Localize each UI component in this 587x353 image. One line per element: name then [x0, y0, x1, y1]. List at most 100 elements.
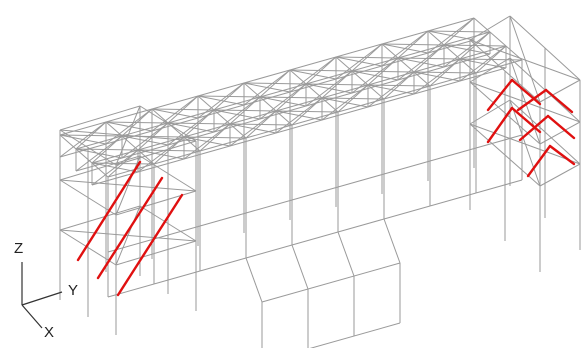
axis-triad [21, 262, 63, 329]
beam [199, 212, 247, 227]
beam [291, 231, 339, 246]
truss-diagonal [381, 30, 429, 67]
highlighted-brace-left [116, 193, 184, 297]
tower-left-beam [115, 140, 197, 166]
beam [383, 205, 431, 220]
truss-diagonal [59, 121, 107, 158]
beam [383, 160, 431, 175]
highlighted-chevron-right [486, 106, 514, 144]
roof-chord [335, 43, 383, 58]
roof-bottom-chord [321, 106, 369, 121]
annex-beam [261, 262, 401, 303]
roof-bottom-chord [275, 119, 323, 134]
truss-diagonal [289, 56, 337, 93]
roof-chord [459, 45, 507, 60]
roof-bottom-chord [137, 158, 185, 173]
beam [337, 218, 385, 233]
beam [199, 257, 247, 272]
beam [245, 244, 293, 259]
tower-right-beam [539, 121, 581, 145]
roof-brace [475, 45, 507, 74]
truss-diagonal [335, 43, 383, 80]
highlighted-chevron-right [510, 106, 542, 134]
beam [291, 186, 339, 201]
highlighted-chevron-right [544, 88, 574, 114]
tower-right-beam [469, 99, 511, 125]
tower-left-beam [59, 155, 141, 181]
roof-chord [243, 69, 291, 84]
tower-left-beam [115, 190, 197, 216]
annex-member [245, 257, 263, 303]
roof-chord [59, 121, 107, 136]
roof-brace [351, 43, 383, 72]
roof-brace [167, 95, 199, 124]
roof-chord [427, 17, 475, 32]
truss-diagonal [427, 17, 475, 54]
highlighted-brace-left [96, 176, 164, 280]
highlighted-chevron-right [518, 114, 550, 142]
roof-bottom-chord [229, 132, 277, 147]
tower-right-brace [509, 99, 541, 187]
highlighted-chevron-right [548, 144, 576, 166]
highlighted-chevron-right [516, 88, 548, 112]
beam [153, 225, 201, 240]
highlighted-members [76, 78, 576, 297]
truss-diagonal [243, 69, 291, 106]
tower-left-brace [115, 205, 141, 266]
roof-chord [489, 31, 507, 47]
roof-brace [443, 17, 475, 46]
tower-left-beam [139, 105, 197, 142]
y-axis-label: Y [68, 282, 79, 299]
highlighted-brace-left [76, 160, 142, 262]
tower-right-beam [469, 57, 511, 83]
x-axis-line [21, 304, 43, 329]
tower-right-brace [509, 57, 541, 145]
roof-bottom-chord [413, 80, 461, 95]
tower-left-brace [115, 155, 141, 216]
roof-chord [381, 30, 429, 45]
z-axis-label: Z [14, 240, 24, 257]
beam [475, 134, 523, 149]
roof-bottom-chord [183, 145, 231, 160]
roof-bottom-chord [367, 93, 415, 108]
tower-right-beam [469, 15, 511, 41]
roof-chord [105, 108, 153, 123]
roof-brace [121, 108, 153, 137]
roof-brace [459, 31, 491, 60]
annex-beam [292, 322, 401, 353]
tower-right-brace [509, 15, 541, 103]
highlighted-chevron-right [546, 114, 576, 140]
structural-frame-wireframe [59, 15, 581, 353]
roof-brace [397, 30, 429, 59]
beam [475, 179, 523, 194]
roof-chord [151, 95, 199, 110]
annex-member [337, 231, 355, 277]
roof-brace [305, 56, 337, 85]
truss-diagonal [459, 45, 507, 82]
tower-right-beam [539, 163, 581, 187]
beam [429, 192, 477, 207]
tower-left-beam [115, 240, 197, 266]
beam [337, 173, 385, 188]
roof-brace [259, 69, 291, 98]
beam [245, 199, 293, 214]
beam [153, 270, 201, 285]
highlighted-chevron-right [510, 78, 542, 106]
roof-chord [197, 82, 245, 97]
roof-brace [213, 82, 245, 111]
tower-left-beam [59, 105, 141, 131]
annex-member [291, 244, 309, 290]
x-axis-label: X [44, 324, 55, 341]
truss-diagonal [151, 95, 199, 132]
truss-diagonal [105, 108, 153, 145]
annex-member [383, 218, 401, 264]
tower-right-beam [539, 79, 581, 103]
y-axis-line [21, 291, 63, 306]
roof-chord [443, 31, 491, 46]
tower-left-beam [59, 205, 141, 231]
highlighted-chevron-right [526, 144, 552, 178]
beam [429, 147, 477, 162]
roof-brace [75, 121, 107, 150]
truss-diagonal [197, 82, 245, 119]
